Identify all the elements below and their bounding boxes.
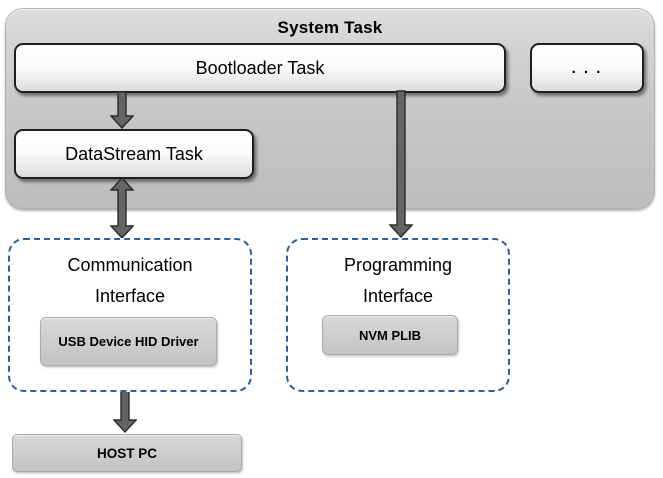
datastream-task-label: DataStream Task [65,143,203,164]
system-task-title: System Task [277,18,383,37]
usb-device-hid-driver-box: USB Device HID Driver [40,317,217,366]
host-pc-box: HOST PC [12,434,242,472]
arrow-bootloader-to-programming [389,90,413,238]
communication-interface-title: Communication Interface [67,255,193,306]
arrow-bootloader-to-datastream [110,91,134,129]
usb-device-hid-driver-label: USB Device HID Driver [58,334,199,349]
datastream-task-box: DataStream Task [14,129,254,179]
nvm-plib-box: NVM PLIB [322,315,458,355]
host-pc-label: HOST PC [96,445,157,461]
bootloader-task-box: Bootloader Task [14,43,506,93]
arrow-datastream-to-communication [110,177,134,239]
programming-interface-title: Programming Interface [343,255,453,306]
communication-interface-container: Communication Interface [8,238,252,392]
bootloader-task-label: Bootloader Task [195,57,325,78]
ellipsis-label: . . . [571,59,603,77]
ellipsis-box: . . . [530,43,644,93]
nvm-plib-label: NVM PLIB [358,327,422,343]
